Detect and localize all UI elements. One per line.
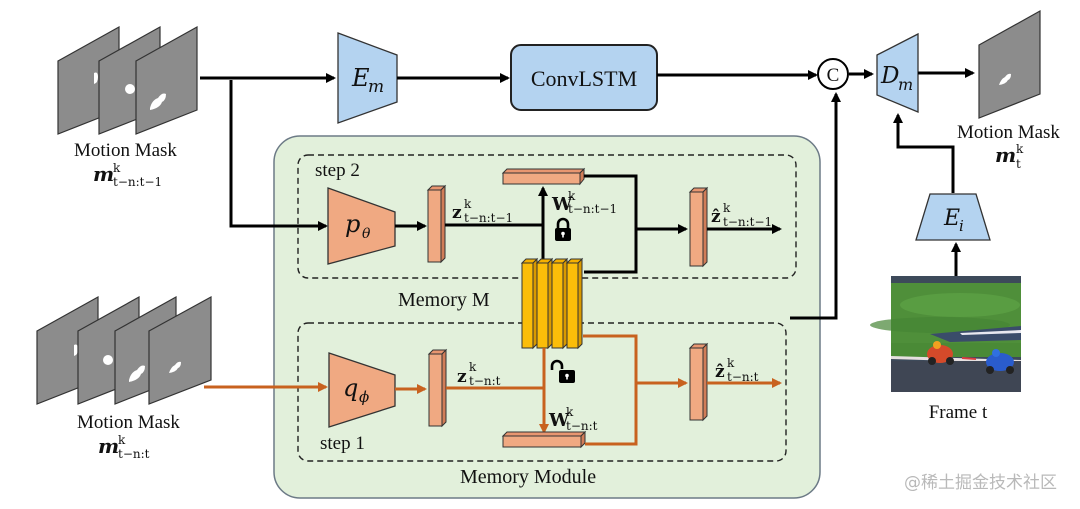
svg-text:t−n:t−1: t−n:t−1 <box>464 211 513 225</box>
z-step1-feature <box>427 348 448 428</box>
posterior-network: q ϕ <box>328 352 396 428</box>
svg-text:k: k <box>723 201 731 215</box>
svg-text:m: m <box>93 162 114 186</box>
z-step2-label: z k t−n:t−1 <box>452 197 513 225</box>
memory-slot <box>520 257 539 350</box>
watermark: @稀土掘金技术社区 <box>904 473 1057 493</box>
svg-text:z: z <box>452 203 462 223</box>
memory-slot <box>550 257 569 350</box>
mask-frame <box>148 295 212 405</box>
output-mask-title: Motion Mask <box>957 122 1060 143</box>
svg-text:t−n:t: t−n:t <box>469 374 501 388</box>
svg-text:ẑ: ẑ <box>711 207 721 227</box>
memory-module-title: Memory Module <box>460 466 596 488</box>
svg-text:C: C <box>827 65 840 86</box>
svg-text:t−n:t: t−n:t <box>118 447 150 461</box>
memory-slots <box>520 257 584 350</box>
svg-text:W: W <box>548 410 570 431</box>
motion-decoder: D m <box>876 32 919 113</box>
svg-text:k: k <box>118 433 126 447</box>
past-mask-title: Motion Mask <box>74 140 177 161</box>
rider-red <box>927 341 954 365</box>
memory-slot <box>565 257 584 350</box>
output-mask-symbol: m k t <box>995 142 1024 171</box>
image-encoder: E i <box>915 193 991 241</box>
svg-text:t−n:t−1: t−n:t−1 <box>723 215 772 229</box>
svg-text:z: z <box>457 367 467 387</box>
current-mask-symbol: m k t−n:t <box>98 433 150 461</box>
memory-slot <box>535 257 554 350</box>
w-step2-label: W k t−n:t−1 <box>551 189 617 216</box>
svg-text:ConvLSTM: ConvLSTM <box>531 66 637 91</box>
zhat-step1-feature <box>688 342 709 422</box>
svg-text:k: k <box>1016 142 1024 156</box>
svg-text:m: m <box>368 77 384 97</box>
z-step1-label: z k t−n:t <box>457 360 501 388</box>
prior-network: p θ <box>327 187 396 265</box>
edge-w-step1-combine <box>583 334 638 446</box>
svg-text:t−n:t−1: t−n:t−1 <box>568 202 617 216</box>
svg-text:t−n:t−1: t−n:t−1 <box>113 175 162 189</box>
zhat-step1-label: ẑ k t−n:t <box>715 356 759 384</box>
concat-node: C <box>817 58 849 90</box>
svg-text:m: m <box>898 75 913 94</box>
svg-text:k: k <box>566 405 574 419</box>
svg-text:t: t <box>1016 157 1021 171</box>
w-step1-feature <box>501 430 587 449</box>
zhat-step2-label: ẑ k t−n:t−1 <box>711 201 772 229</box>
z-step2-feature <box>426 184 447 264</box>
motion-encoder: E m <box>337 32 398 124</box>
svg-text:m: m <box>995 143 1016 167</box>
svg-text:ẑ: ẑ <box>715 362 725 382</box>
current-mask-title: Motion Mask <box>77 412 180 433</box>
current-motion-mask-stack <box>36 295 212 405</box>
svg-text:k: k <box>113 161 121 175</box>
svg-text:k: k <box>568 189 576 203</box>
svg-text:i: i <box>959 217 964 235</box>
svg-text:t−n:t: t−n:t <box>566 419 598 433</box>
rider-blue <box>986 349 1014 374</box>
frame-t-image <box>870 276 1021 392</box>
svg-text:D: D <box>880 63 899 89</box>
memory-title-partial: Memory M <box>398 289 490 311</box>
svg-text:E: E <box>351 64 370 92</box>
svg-text:E: E <box>943 206 960 231</box>
mask-frame <box>135 25 198 135</box>
frame-t-label: Frame t <box>929 402 988 423</box>
zhat-step2-feature <box>688 186 709 268</box>
output-motion-mask <box>978 9 1041 119</box>
edge-memory-to-concat <box>790 92 841 320</box>
svg-text:θ: θ <box>362 226 371 242</box>
svg-text:W: W <box>551 194 573 215</box>
convlstm-block: ConvLSTM <box>510 44 658 111</box>
edge-w-step2-combine <box>584 174 638 274</box>
edge-image-encoder-to-decoder <box>893 113 955 193</box>
svg-text:p: p <box>345 210 360 238</box>
w-step2-feature <box>501 167 586 186</box>
svg-text:m: m <box>98 434 119 458</box>
svg-text:k: k <box>727 356 735 370</box>
past-mask-symbol: m k t−n:t−1 <box>93 161 162 189</box>
svg-text:q: q <box>343 374 358 402</box>
svg-text:t−n:t: t−n:t <box>727 370 759 384</box>
step1-label: step 1 <box>320 433 365 454</box>
svg-text:k: k <box>469 360 477 374</box>
edge-masks-to-prior <box>229 80 328 231</box>
svg-text:ϕ: ϕ <box>359 388 369 406</box>
step2-label: step 2 <box>315 160 360 181</box>
past-motion-mask-stack <box>57 25 198 135</box>
svg-text:k: k <box>464 197 472 211</box>
w-step1-label: W k t−n:t <box>548 405 598 433</box>
